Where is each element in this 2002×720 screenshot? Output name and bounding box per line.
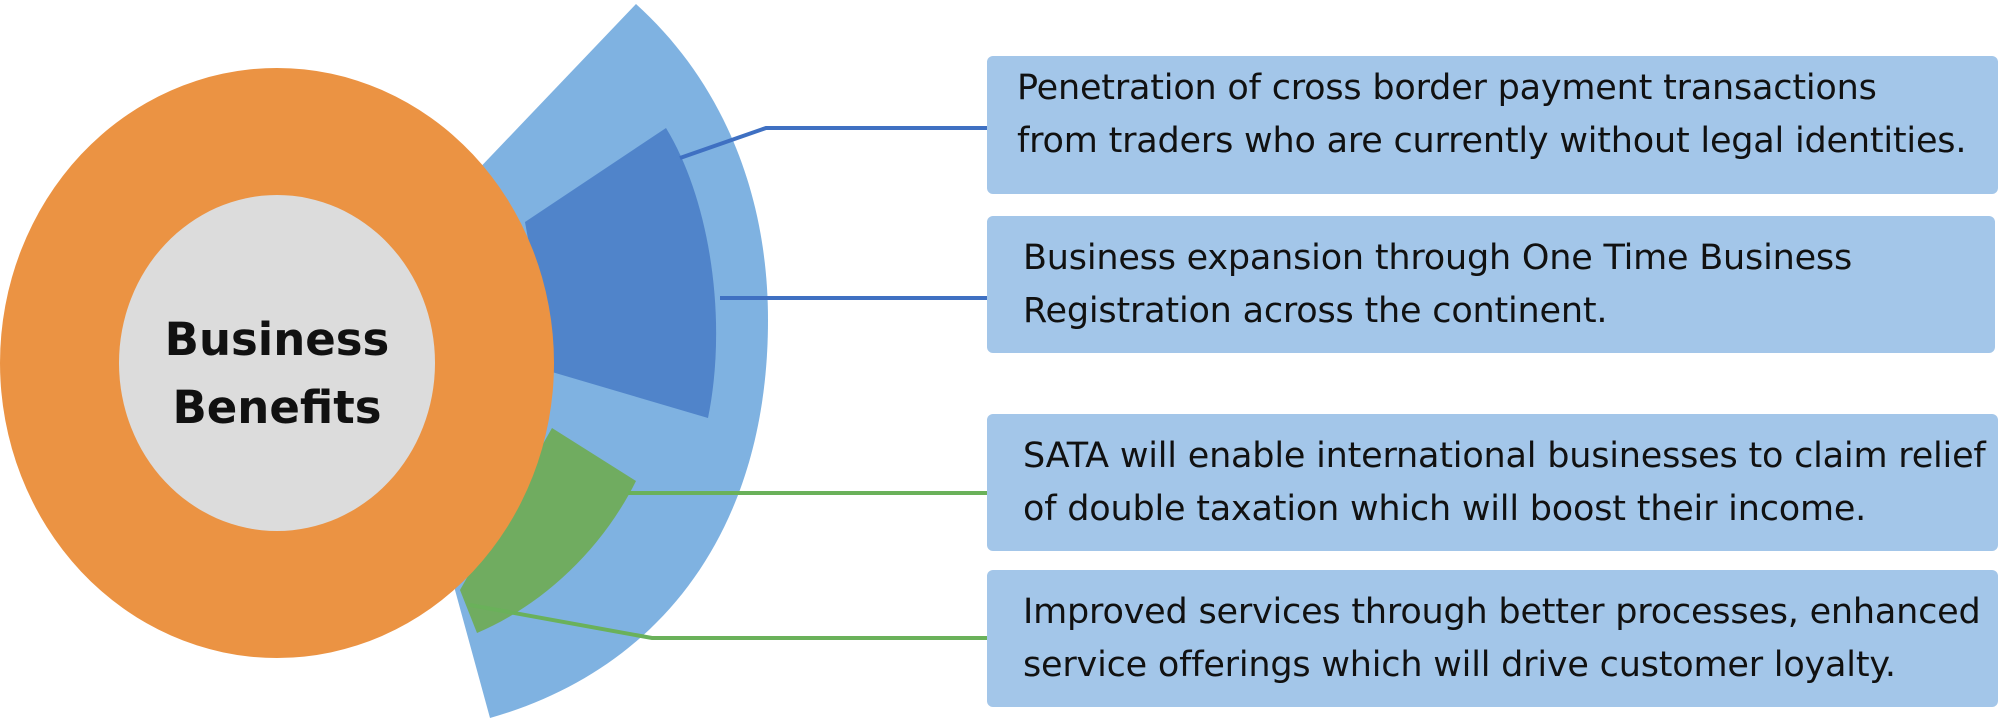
- benefit-box-4: Improved services through better process…: [987, 570, 1998, 707]
- benefit-text-2a: Business expansion through One Time Busi…: [1023, 238, 1852, 278]
- center-title: Business Benefits: [118, 306, 436, 442]
- benefit-text-3b: of double taxation which will boost thei…: [1023, 489, 1867, 529]
- green-wedge: [460, 428, 636, 633]
- center-title-line2: Benefits: [172, 381, 382, 434]
- benefit-text-1b: from traders who are currently without l…: [1017, 121, 1967, 161]
- connector-line-4: [469, 603, 987, 640]
- connector-line-1: [679, 126, 987, 160]
- benefit-box-3: SATA will enable international businesse…: [987, 414, 1998, 551]
- center-title-line1: Business: [164, 313, 390, 366]
- benefit-box-1: Penetration of cross border payment tran…: [987, 56, 1998, 194]
- benefit-text-1a: Penetration of cross border payment tran…: [1017, 68, 1877, 108]
- benefit-text-3a: SATA will enable international businesse…: [1023, 436, 1986, 476]
- benefit-text-4b: service offerings which will drive custo…: [1023, 645, 1896, 685]
- benefit-text-2b: Registration across the continent.: [1023, 291, 1608, 331]
- blue-wedge: [525, 128, 717, 418]
- benefit-box-2: Business expansion through One Time Busi…: [987, 216, 1995, 353]
- center-core: [119, 195, 435, 531]
- benefit-text-4a: Improved services through better process…: [1023, 592, 1981, 632]
